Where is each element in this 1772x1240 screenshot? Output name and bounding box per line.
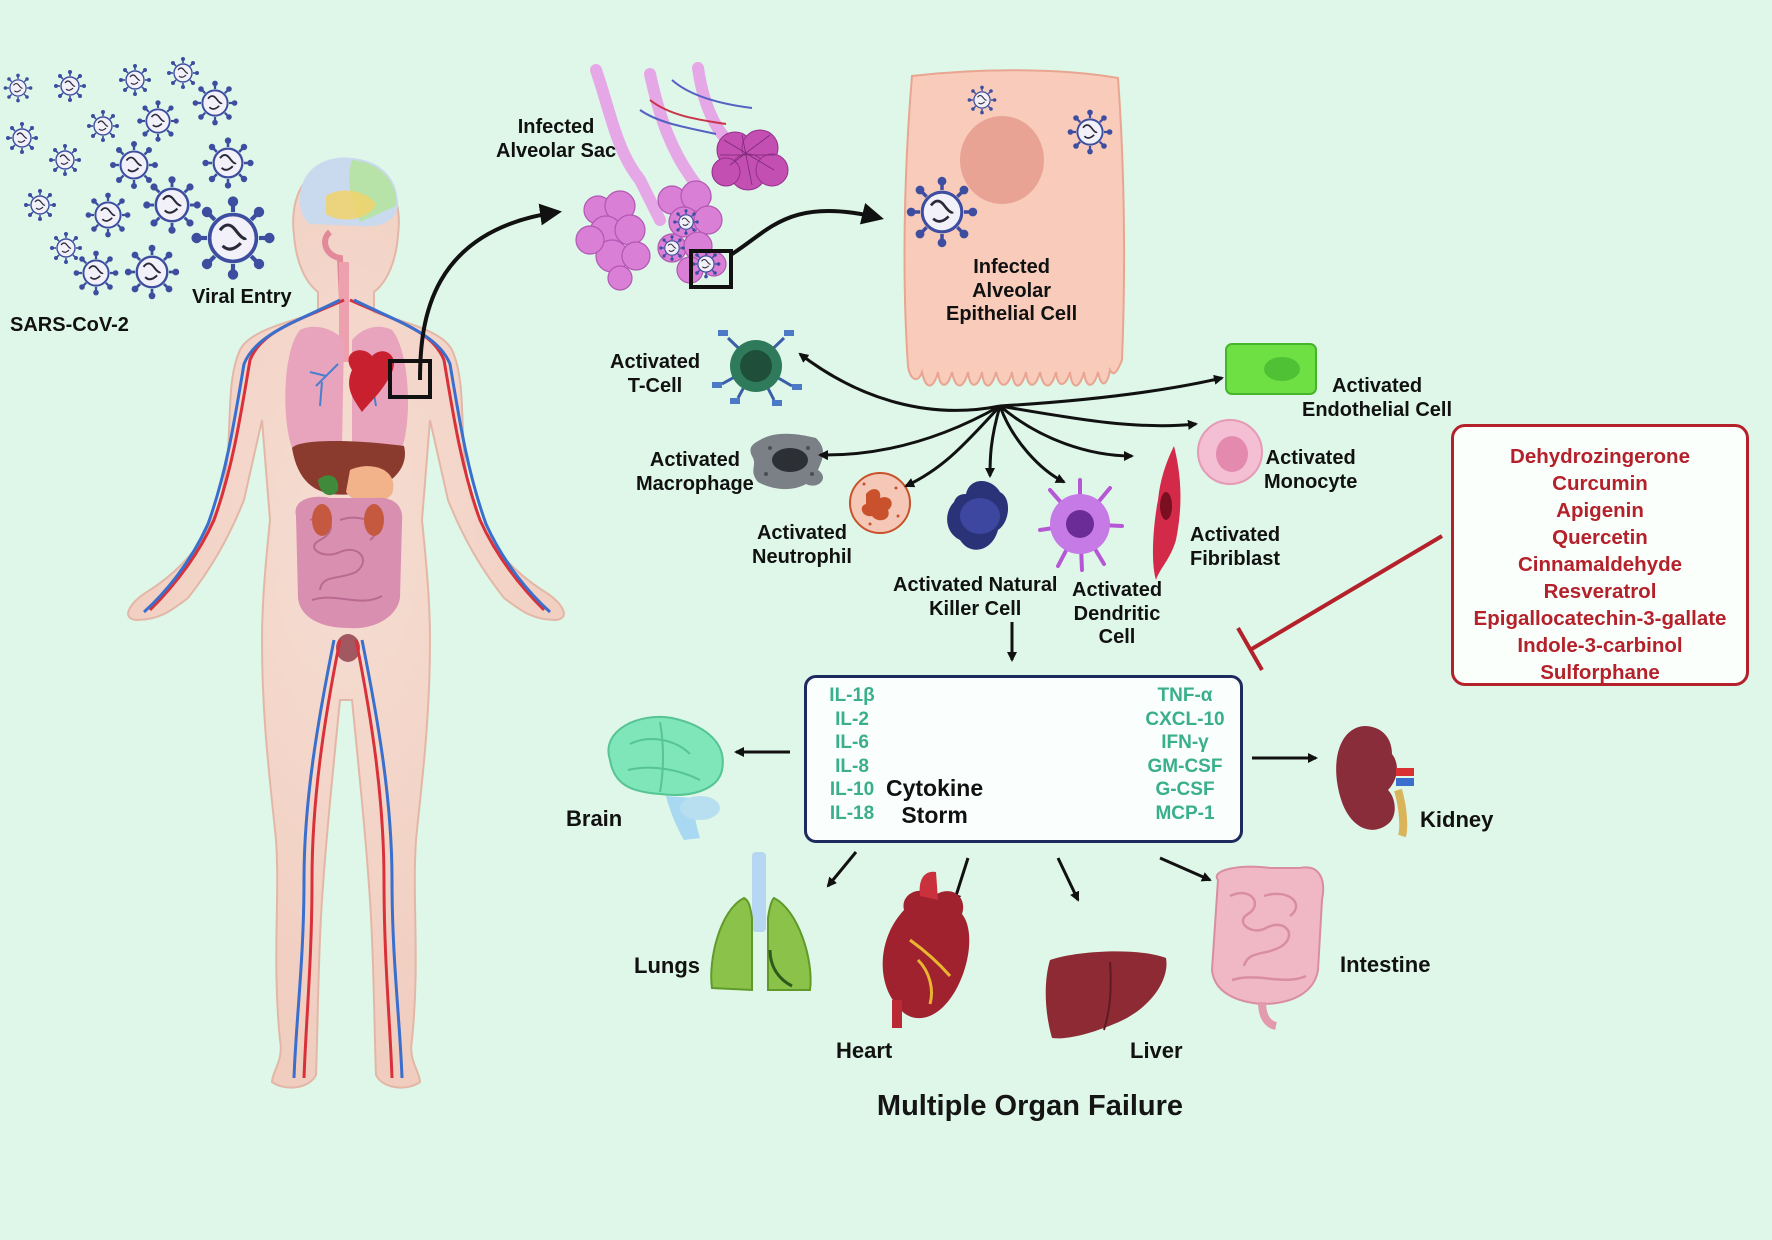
macrophage-icon xyxy=(750,433,824,490)
inhibitor-item: Resveratrol xyxy=(1543,580,1657,603)
endothelial-cell-icon xyxy=(1225,343,1317,395)
inhibitor-item: Epigallocatechin-3-gallate xyxy=(1473,607,1727,630)
cytokine-item: IL-1β xyxy=(829,685,875,706)
intestine-icon xyxy=(1210,865,1325,1030)
cytokine-storm-box xyxy=(804,675,1243,843)
cytokine-item: IL-2 xyxy=(835,708,869,730)
cytokine-item: TNF-α xyxy=(1157,685,1213,706)
inhibitor-item: Indole-3-carbinol xyxy=(1517,634,1683,657)
lungs-label: Lungs xyxy=(634,953,700,978)
cytokine-item: GM-CSF xyxy=(1147,755,1223,777)
cytokine-item: IL-10 xyxy=(829,779,875,800)
intestine-label: Intestine xyxy=(1340,952,1431,977)
monocyte-icon xyxy=(1197,419,1263,485)
viral-entry-label: Viral Entry xyxy=(192,286,292,308)
sars-cov-2-label: SARS-CoV-2 xyxy=(10,314,129,336)
inhibitor-item: Curcumin xyxy=(1552,472,1648,495)
natural-killer-cell-icon xyxy=(947,481,1009,550)
virus-cluster-icon xyxy=(2,56,275,301)
kidney-icon xyxy=(1336,726,1414,838)
inhibitor-item: Quercetin xyxy=(1552,526,1648,549)
cytokine-item: G-CSF xyxy=(1155,779,1215,800)
human-body-icon xyxy=(127,157,565,1089)
lungs-icon xyxy=(710,852,812,992)
cytokine-item: CXCL-10 xyxy=(1145,708,1225,730)
fibroblast-icon xyxy=(1152,446,1181,580)
liver-icon xyxy=(1045,951,1167,1039)
cytokine-item: MCP-1 xyxy=(1155,802,1215,824)
cytokine-item: IL-18 xyxy=(829,802,875,824)
cytokine-item: IFN-γ xyxy=(1161,732,1209,753)
inhibitor-item: Cinnamaldehyde xyxy=(1517,553,1683,576)
kidney-label: Kidney xyxy=(1420,807,1494,832)
liver-label: Liver xyxy=(1130,1038,1183,1063)
heart-label: Heart xyxy=(836,1038,893,1063)
inhibitor-item: Apigenin xyxy=(1556,499,1644,522)
right-cytokine-list: TNF-α CXCL-10 IFN-γ GM-CSF G-CSF MCP-1 xyxy=(1138,684,1232,825)
cytokine-item: IL-8 xyxy=(835,755,869,777)
inhibitor-list-box: Dehydrozingerone Curcumin Apigenin Querc… xyxy=(1451,424,1749,686)
brain-icon xyxy=(607,715,724,840)
left-cytokine-list: IL-1β IL-2 IL-6 IL-8 IL-10 IL-18 xyxy=(822,684,882,825)
inhibitor-item: Dehydrozingerone xyxy=(1510,445,1690,468)
cytokine-item: IL-6 xyxy=(835,732,869,753)
neutrophil-icon xyxy=(849,472,911,534)
dendritic-cell-icon xyxy=(1038,478,1124,572)
heart-icon xyxy=(882,871,970,1028)
inhibitor-item: Sulforphane xyxy=(1540,661,1660,684)
alveolar-sac-icon xyxy=(575,62,789,291)
epithelial-cell-icon xyxy=(903,69,1126,387)
t-cell-icon xyxy=(712,330,802,406)
brain-label: Brain xyxy=(566,806,623,831)
diagram-title: Multiple Organ Failure xyxy=(876,1090,1184,1122)
